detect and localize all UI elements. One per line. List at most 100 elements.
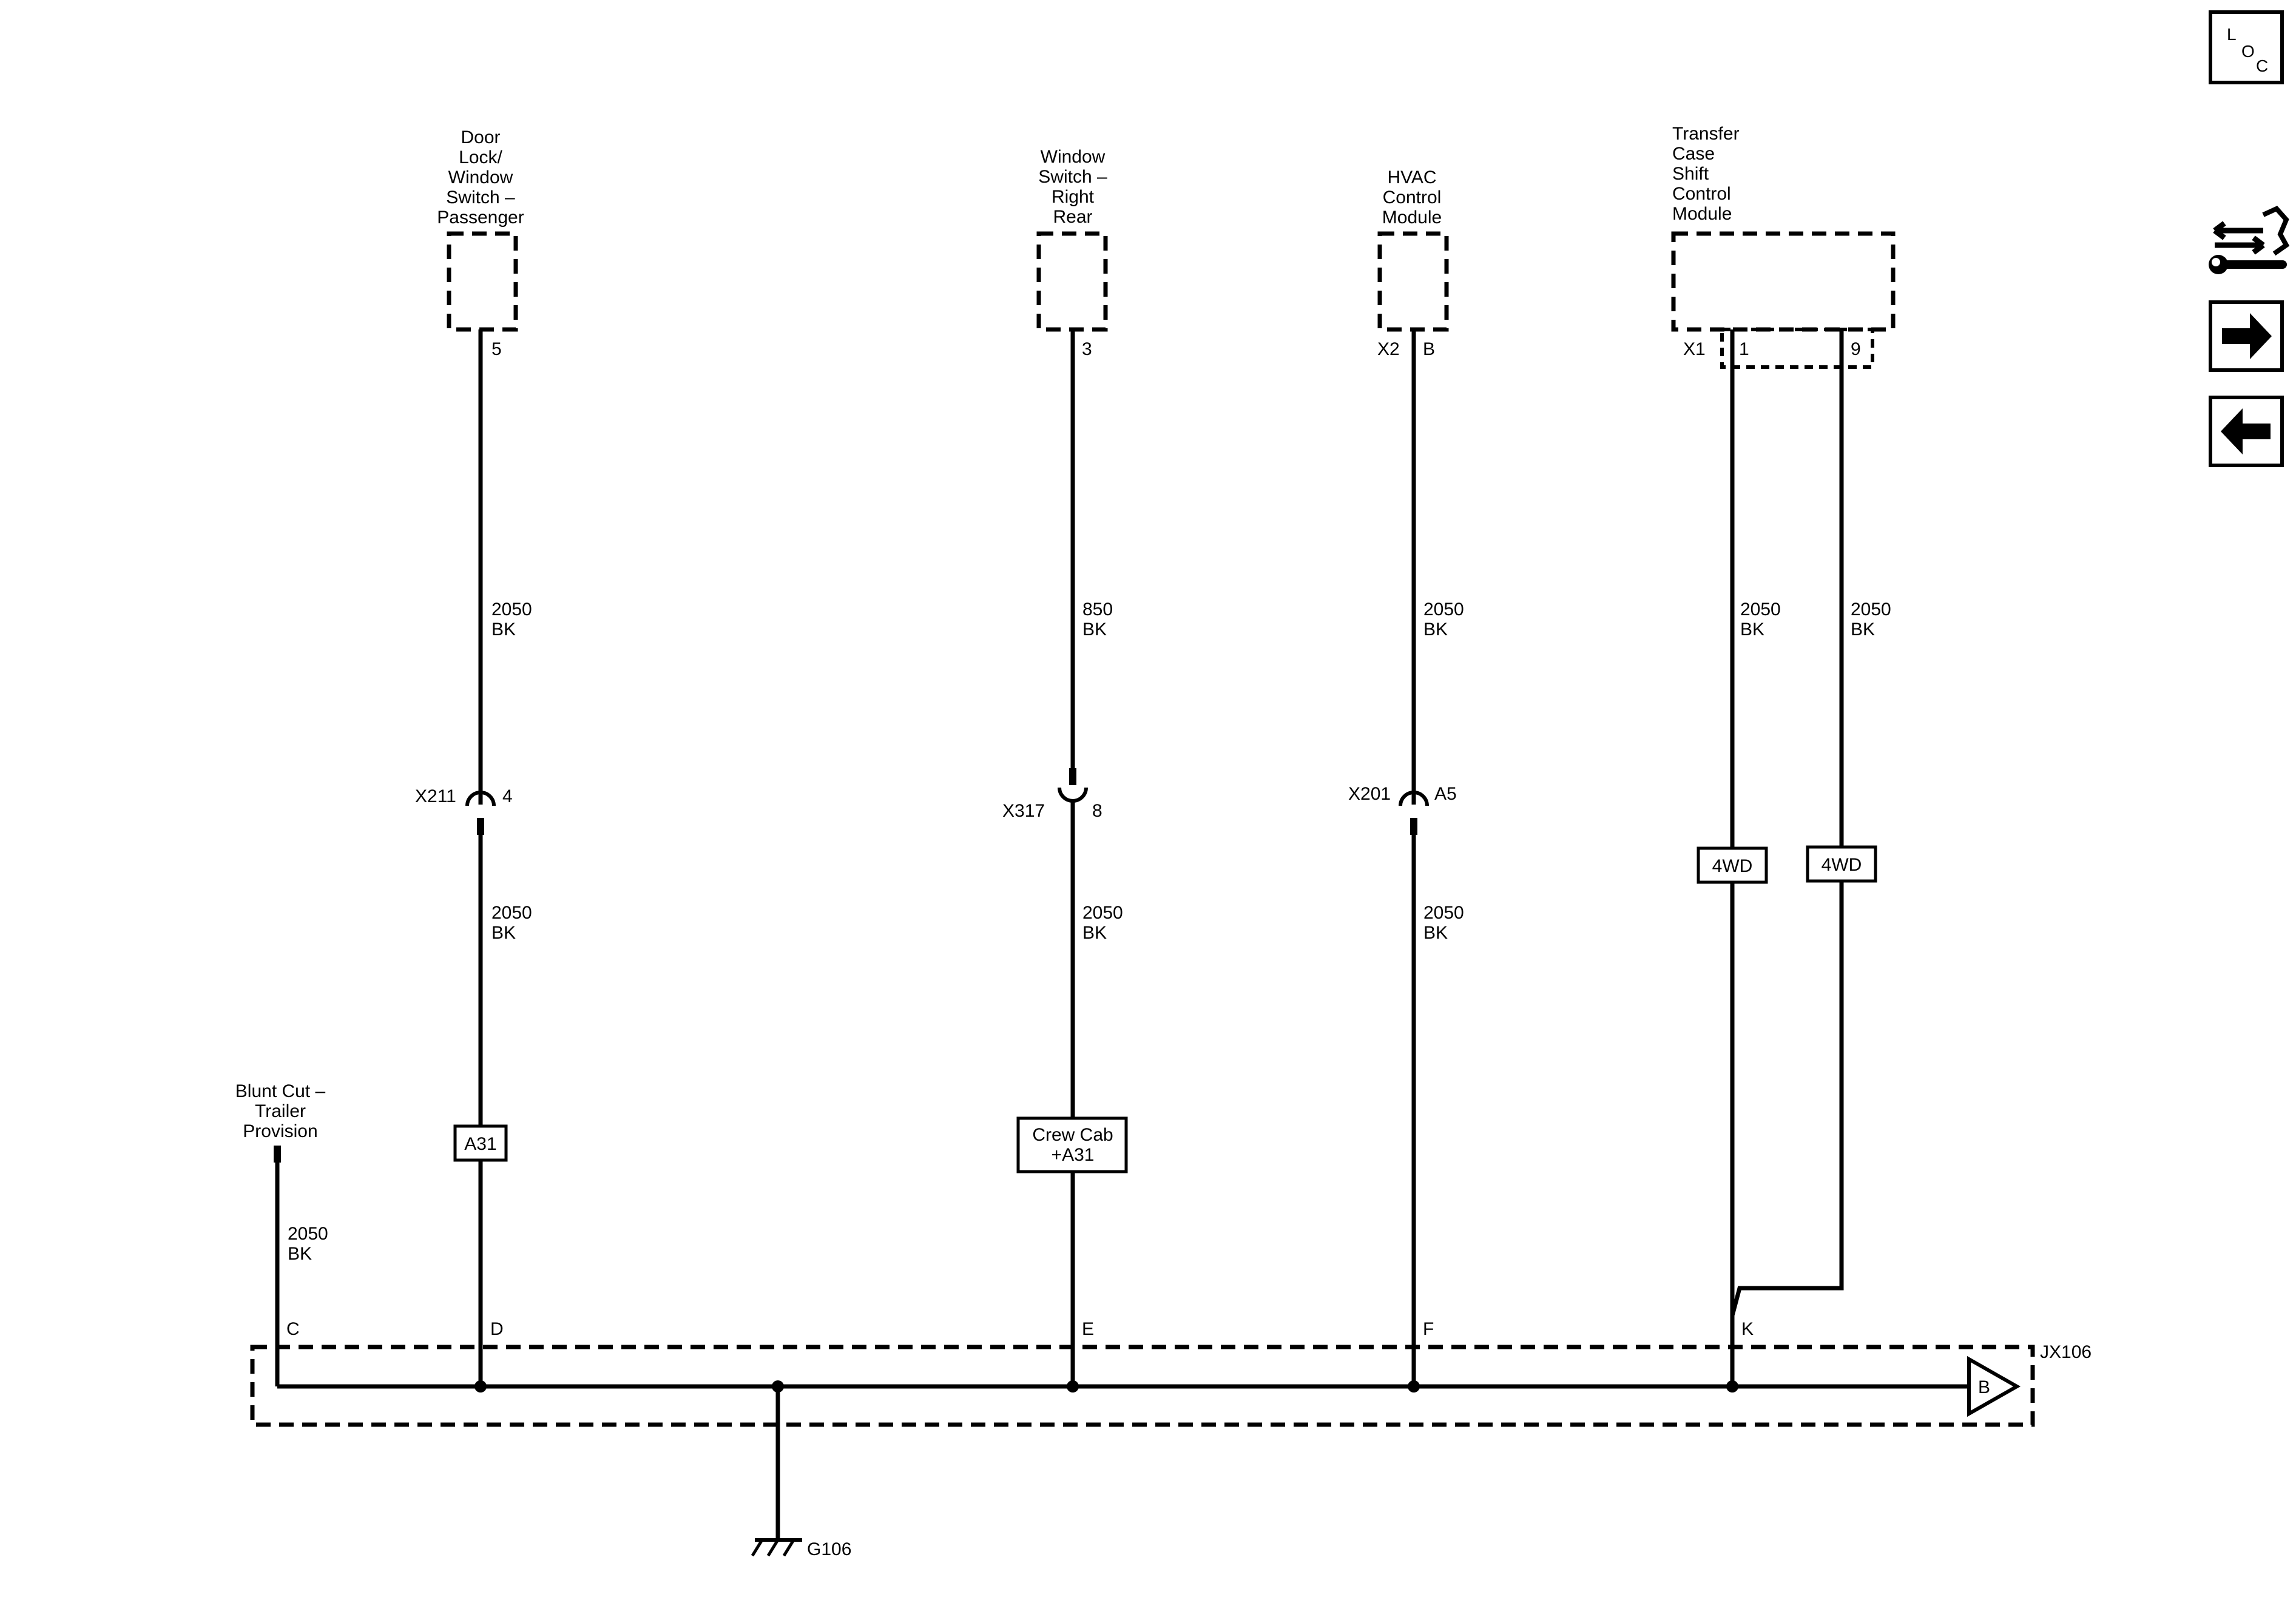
option-a31-box <box>453 1124 508 1162</box>
wire-label-2-upper-color: BK <box>1082 619 1107 640</box>
hvac-label-line-3: Module <box>1382 208 1442 228</box>
connector-arrow-left <box>2213 221 2263 240</box>
option-4wd-a-box <box>1697 846 1768 884</box>
wire-label-blunt-color: BK <box>288 1244 312 1264</box>
wire-label-2-upper-gauge: 850 <box>1082 599 1113 619</box>
component-door-lock-window-switch-passenger: Door Lock/ Window Switch – Passenger 5 <box>437 127 524 359</box>
door-lock-label-line-2: Lock/ <box>459 147 502 167</box>
right-arrow-icon <box>2222 313 2272 359</box>
splice-pack-name: JX106 <box>2040 1342 2092 1362</box>
hvac-pin: B <box>1423 339 1435 359</box>
door-lock-pin: 5 <box>491 339 502 359</box>
option-4wd-b: 4WD <box>1806 845 1877 883</box>
connector-arrow-right <box>2215 235 2265 255</box>
wire-label-3-lower-color: BK <box>1423 923 1448 943</box>
hvac-connector: X2 <box>1377 339 1400 359</box>
x211-male-pin <box>477 818 484 835</box>
window-switch-pin: 3 <box>1082 339 1092 359</box>
wire-labels: 2050 BK 2050 BK 850 BK 2050 BK 2050 BK 2… <box>288 599 1891 1264</box>
splice-pin-e: E <box>1082 1319 1094 1339</box>
left-arrow-icon <box>2221 408 2271 454</box>
wire-label-2-lower-gauge: 2050 <box>1082 903 1123 923</box>
wire-label-1-lower-color: BK <box>491 923 516 943</box>
loc-letter-l: L <box>2227 25 2237 44</box>
x201-name: X201 <box>1348 784 1391 804</box>
wire-label-1-lower-gauge: 2050 <box>491 903 532 923</box>
transfer-case-connector-outline <box>1720 328 1874 369</box>
splice-pin-f: F <box>1423 1319 1434 1339</box>
wire-label-1-upper-gauge: 2050 <box>491 599 532 619</box>
x211-name: X211 <box>415 786 456 806</box>
previous-page-button[interactable] <box>2209 396 2284 467</box>
loc-button[interactable]: L O C <box>2209 10 2284 84</box>
door-lock-label-line-5: Passenger <box>437 208 524 228</box>
connector-plug-outline <box>2262 206 2290 256</box>
splice-pin-c: C <box>286 1319 300 1339</box>
window-switch-label-line-4: Rear <box>1053 207 1092 227</box>
splice-dot-ground <box>772 1380 784 1393</box>
loc-button-frame <box>2209 10 2284 84</box>
connector-wrench-icon[interactable] <box>2209 206 2290 274</box>
wire-label-blunt-gauge: 2050 <box>288 1224 328 1244</box>
wires <box>274 329 1969 1540</box>
door-lock-component-outline <box>447 231 518 332</box>
inline-connector-x201: X201 A5 <box>1348 784 1457 835</box>
wire-transfer-case-pin-9 <box>1730 329 1844 1316</box>
x201-male-pin <box>1410 818 1417 835</box>
inline-connector-x211: X211 4 <box>415 786 513 835</box>
blunt-cut-label-line-2: Trailer <box>255 1101 306 1121</box>
option-4wd-b-label: 4WD <box>1822 855 1862 875</box>
door-lock-label-line-1: Door <box>461 127 500 147</box>
wire-label-3-upper-color: BK <box>1423 619 1448 640</box>
window-switch-label-line-3: Right <box>1052 187 1095 207</box>
x211-female-cup <box>465 791 496 806</box>
transfer-case-pin-1: 1 <box>1739 339 1749 359</box>
splice-pack-jx106: JX106 C D E F K B <box>250 1319 2092 1427</box>
blunt-cut-trailer-provision: Blunt Cut – Trailer Provision <box>235 1081 326 1141</box>
transfer-case-label-line-1: Transfer <box>1672 124 1740 144</box>
component-transfer-case-shift-control-module: Transfer Case Shift Control Module X1 1 … <box>1671 124 1896 369</box>
nav-panel: L O C <box>2209 10 2290 467</box>
loc-letter-c: C <box>2256 56 2268 75</box>
hvac-component-outline <box>1377 231 1449 332</box>
hvac-label-line-1: HVAC <box>1387 167 1436 187</box>
x201-female-cup <box>1399 791 1429 806</box>
x201-pin: A5 <box>1434 784 1457 804</box>
wire-label-5-color: BK <box>1851 619 1875 640</box>
window-switch-label-line-2: Switch – <box>1038 167 1107 187</box>
window-switch-label-line-1: Window <box>1041 147 1106 167</box>
loc-letter-o: O <box>2241 42 2255 61</box>
option-4wd-a-label: 4WD <box>1712 856 1753 876</box>
transfer-case-component-outline <box>1671 231 1896 332</box>
option-4wd-a: 4WD <box>1697 846 1768 884</box>
splice-dot-k <box>1726 1380 1738 1393</box>
blunt-cut-label-line-1: Blunt Cut – <box>235 1081 326 1101</box>
splice-pin-k: K <box>1741 1319 1754 1339</box>
window-switch-component-outline <box>1036 231 1108 332</box>
x317-female-cup <box>1058 787 1088 803</box>
option-a31-label: A31 <box>464 1134 496 1154</box>
ground-hatch-3 <box>782 1539 795 1557</box>
component-window-switch-right-rear: Window Switch – Right Rear 3 <box>1036 147 1108 359</box>
transfer-case-pin-9: 9 <box>1851 339 1861 359</box>
wire-label-3-upper-gauge: 2050 <box>1423 599 1464 619</box>
splice-dot-f <box>1408 1380 1420 1393</box>
wrench-jaw <box>2212 258 2220 266</box>
door-lock-label-line-4: Switch – <box>446 187 515 208</box>
blunt-cut-end <box>274 1146 281 1163</box>
wire-label-3-lower-gauge: 2050 <box>1423 903 1464 923</box>
option-crew-cab: Crew Cab +A31 <box>1016 1116 1128 1173</box>
x317-male-pin <box>1069 768 1076 785</box>
transfer-case-label-line-3: Shift <box>1672 164 1709 184</box>
transfer-case-label-line-5: Module <box>1672 204 1732 224</box>
splice-dot-e <box>1067 1380 1079 1393</box>
wire-label-4-color: BK <box>1740 619 1764 640</box>
next-page-button[interactable] <box>2209 300 2284 372</box>
wire-label-5-gauge: 2050 <box>1851 599 1891 619</box>
door-lock-label-line-3: Window <box>448 167 513 187</box>
transfer-case-label-line-2: Case <box>1672 144 1715 164</box>
x317-pin: 8 <box>1092 801 1102 821</box>
ground-name: G106 <box>807 1539 851 1559</box>
blunt-cut-label-line-3: Provision <box>243 1121 317 1141</box>
